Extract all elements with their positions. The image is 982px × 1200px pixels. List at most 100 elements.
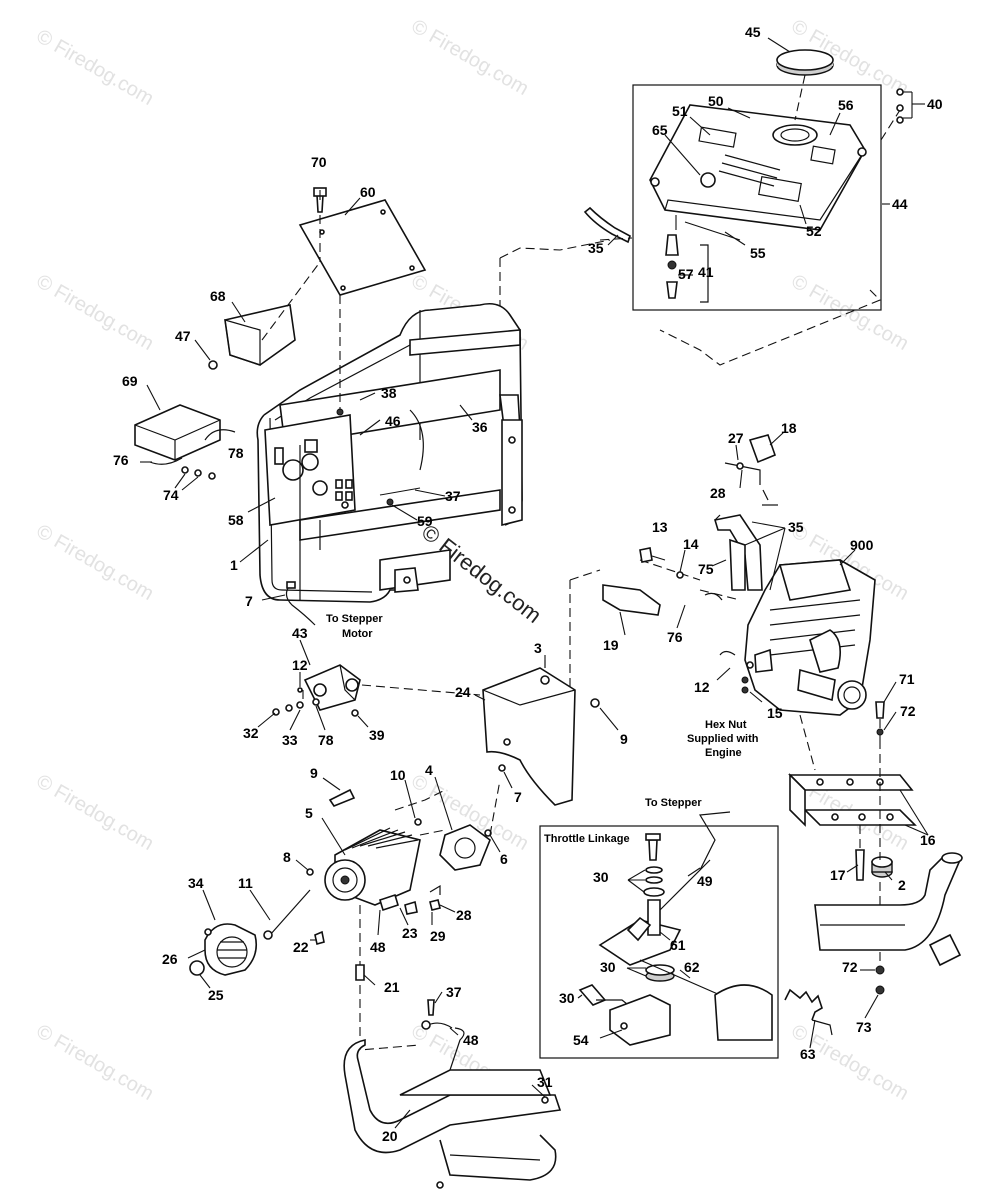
callout-label: 72 xyxy=(842,959,858,975)
callout-label: 9 xyxy=(620,731,628,747)
callout-label: 12 xyxy=(292,657,308,673)
watermark-text: © Firedog.com xyxy=(33,520,158,605)
callout-label: 55 xyxy=(750,245,766,261)
watermark-text: © Firedog.com xyxy=(788,1020,913,1105)
callout-label: 5 xyxy=(305,805,313,821)
callout-label: 63 xyxy=(800,1046,816,1062)
circuit-module xyxy=(134,404,221,461)
note-to-stepper-motor: Motor xyxy=(342,628,373,640)
callout-label: 52 xyxy=(806,223,822,239)
callout-label: 9 xyxy=(310,765,318,781)
callout-label: 6 xyxy=(500,851,508,867)
callout-label: 41 xyxy=(698,264,714,280)
callout-label: 76 xyxy=(113,452,129,468)
callout-label: 30 xyxy=(600,959,616,975)
callout-label: 4 xyxy=(425,762,433,778)
callout-label: 45 xyxy=(745,24,761,40)
callout-label: 37 xyxy=(446,984,462,1000)
callout-label: 20 xyxy=(382,1128,398,1144)
callout-label: 21 xyxy=(384,979,400,995)
callout-label: 60 xyxy=(360,184,376,200)
callout-label: 30 xyxy=(559,990,575,1006)
callout-label: 33 xyxy=(282,732,298,748)
callout-label: 16 xyxy=(920,832,936,848)
callout-label: 69 xyxy=(122,373,138,389)
callout-label: 43 xyxy=(292,625,308,641)
note-hex-nut: Engine xyxy=(705,747,742,759)
callout-label: 46 xyxy=(385,413,401,429)
blower-housing xyxy=(482,667,576,806)
callout-label: 11 xyxy=(238,875,253,891)
callout-label: 31 xyxy=(537,1074,553,1090)
callout-label: 72 xyxy=(900,703,916,719)
callout-label: 62 xyxy=(684,959,700,975)
callout-label: 30 xyxy=(593,869,609,885)
callout-label: 2 xyxy=(898,877,906,893)
fuel-tank-group-box xyxy=(632,84,882,311)
engine-hose xyxy=(713,514,763,591)
callout-label: 32 xyxy=(243,725,259,741)
callout-label: 8 xyxy=(283,849,291,865)
callout-label: 38 xyxy=(381,385,397,401)
callout-label: 34 xyxy=(188,875,204,891)
throttle-mount-bracket xyxy=(609,994,671,1046)
callout-label: 7 xyxy=(245,593,253,609)
callout-label: 28 xyxy=(710,485,726,501)
callout-label: 29 xyxy=(430,928,446,944)
callout-label: 75 xyxy=(698,561,714,577)
callout-label: 73 xyxy=(856,1019,872,1035)
callout-label: 70 xyxy=(311,154,327,170)
callout-label: 37 xyxy=(445,488,461,504)
callout-label: 54 xyxy=(573,1032,589,1048)
callout-label: 65 xyxy=(652,122,668,138)
callout-label: 51 xyxy=(672,103,688,119)
callout-label: 14 xyxy=(683,536,699,552)
callout-label: 18 xyxy=(781,420,797,436)
callout-label: 71 xyxy=(899,671,915,687)
fuel-gauge xyxy=(700,172,716,188)
callout-label: 17 xyxy=(830,867,846,883)
callout-label: 22 xyxy=(293,939,309,955)
callout-label: 40 xyxy=(927,96,943,112)
callout-label: 48 xyxy=(463,1032,479,1048)
callout-label: 56 xyxy=(838,97,854,113)
callout-label: 23 xyxy=(402,925,418,941)
callout-label: 74 xyxy=(163,487,179,503)
callout-label: 28 xyxy=(456,907,472,923)
callout-label: 44 xyxy=(892,196,908,212)
cover-plug xyxy=(189,960,205,976)
callout-label: 36 xyxy=(472,419,488,435)
watermark-text: © Firedog.com xyxy=(33,270,158,355)
callout-label: 1 xyxy=(230,557,238,573)
callout-label: 25 xyxy=(208,987,224,1003)
watermark-text: © Firedog.com xyxy=(408,15,533,100)
callout-label: 24 xyxy=(455,684,471,700)
watermark-text: © Firedog.com xyxy=(33,25,158,110)
throttle-linkage-title: Throttle Linkage xyxy=(544,833,630,845)
solenoid xyxy=(748,434,777,464)
callout-label: 76 xyxy=(667,629,683,645)
callout-label: 61 xyxy=(670,937,686,953)
callout-label: 39 xyxy=(369,727,385,743)
callout-label: 48 xyxy=(370,939,386,955)
callout-label: 19 xyxy=(603,637,619,653)
fuel-valve xyxy=(665,234,679,256)
callout-label: 59 xyxy=(417,513,433,529)
callout-label: 13 xyxy=(652,519,668,535)
note-to-stepper: To Stepper xyxy=(645,797,702,809)
callout-label: 10 xyxy=(390,767,406,783)
callout-label: 57 xyxy=(678,266,694,282)
callout-label: 3 xyxy=(534,640,542,656)
watermark-text: © Firedog.com xyxy=(33,770,158,855)
callout-label: 900 xyxy=(850,537,874,553)
note-hex-nut: Supplied with xyxy=(687,733,759,745)
callout-label: 35 xyxy=(788,519,804,535)
alternator-end-cover xyxy=(439,824,491,871)
callout-label: 12 xyxy=(694,679,710,695)
callout-label: 35 xyxy=(588,240,604,256)
callout-label: 47 xyxy=(175,328,191,344)
callout-label: 49 xyxy=(697,873,713,889)
callout-label: 68 xyxy=(210,288,226,304)
